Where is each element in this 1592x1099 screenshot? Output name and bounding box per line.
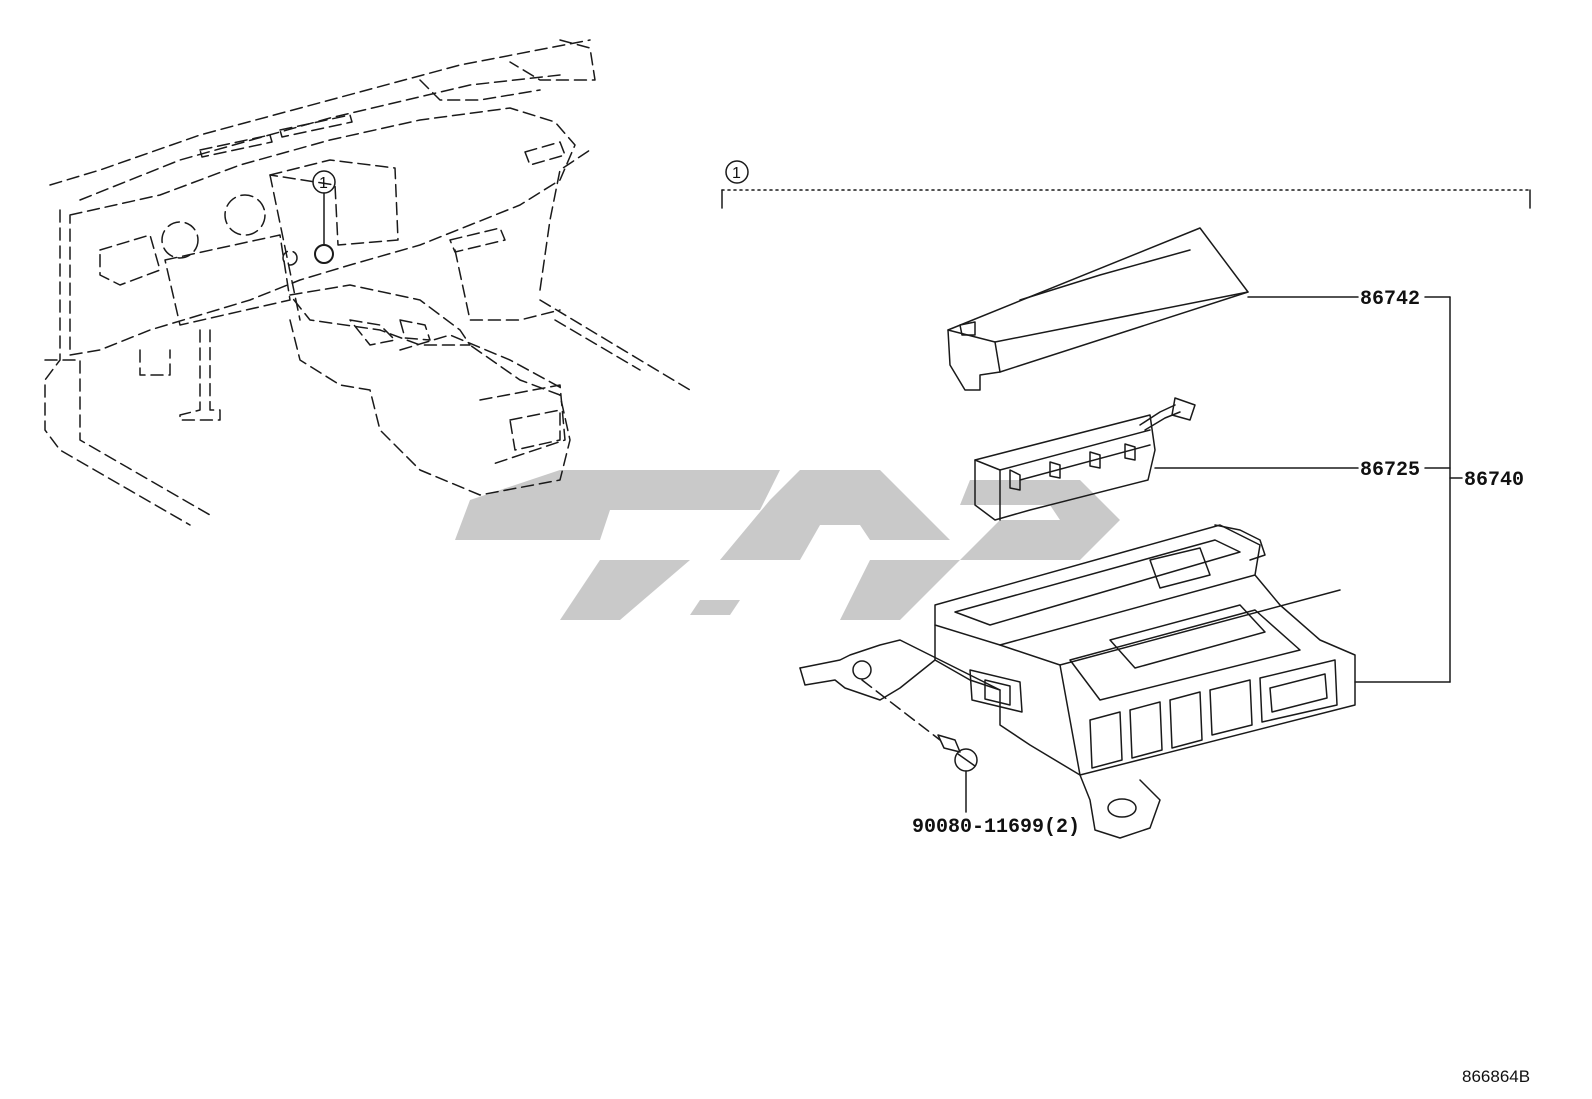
location-marker-icon <box>314 244 334 264</box>
cover-plate-part <box>947 227 1249 391</box>
part-number-86742: 86742 <box>1360 288 1420 311</box>
sub-module-part <box>974 397 1196 521</box>
assembly-bracket: 1 <box>721 160 1531 209</box>
part-number-screw: 90080-11699(2) <box>912 816 1080 839</box>
assembly-callout-number: 1 <box>732 165 741 182</box>
dashboard-overview-illustration: 1 <box>44 39 691 526</box>
watermark-logo <box>455 470 1120 620</box>
part-number-86725: 86725 <box>1360 459 1420 482</box>
figure-code: 866864B <box>1462 1067 1530 1086</box>
leader-lines <box>965 296 1463 813</box>
control-unit-part <box>799 524 1356 839</box>
overview-callout-number: 1 <box>319 175 328 192</box>
part-number-86740: 86740 <box>1464 469 1524 492</box>
